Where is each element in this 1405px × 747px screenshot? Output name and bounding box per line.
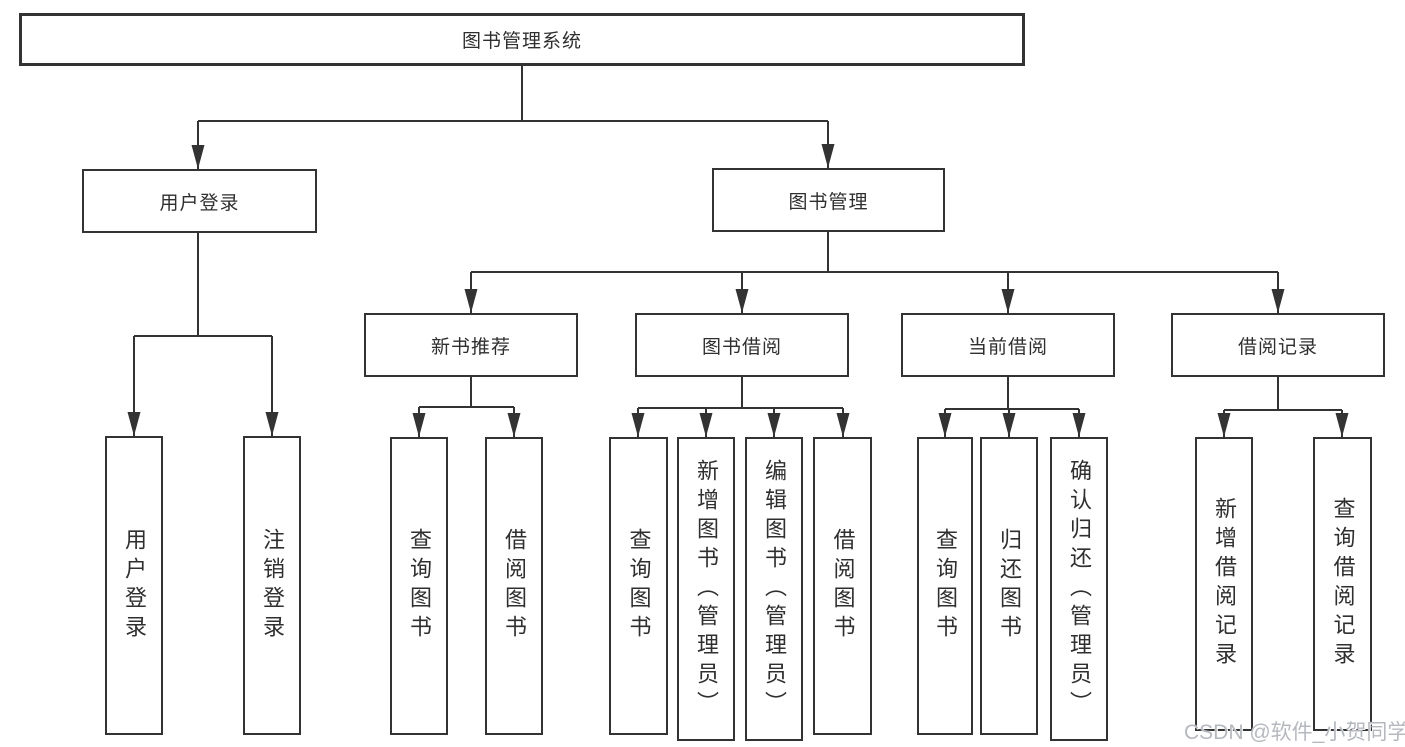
node-current-borrow: 当前借阅 <box>901 313 1115 377</box>
node-current-borrow-label: 当前借阅 <box>967 336 1048 358</box>
node-new-book-recommend: 新书推荐 <box>364 313 578 377</box>
node-root: 图书管理系统 <box>19 13 1025 66</box>
node-leaf-query-books-current: 查询图书 <box>917 437 973 735</box>
node-leaf-user-login: 用户登录 <box>105 436 163 735</box>
node-leaf-edit-books-admin-label: 编辑图书（管理员） <box>762 458 787 720</box>
node-leaf-add-borrow-record-label: 新增借阅记录 <box>1212 497 1237 671</box>
node-leaf-add-books-admin-label: 新增图书（管理员） <box>694 458 719 720</box>
node-leaf-user-login-label: 用户登录 <box>122 527 147 644</box>
node-book-borrow: 图书借阅 <box>635 313 849 377</box>
node-leaf-query-books-recommend-label: 查询图书 <box>407 528 432 644</box>
node-leaf-add-books-admin: 新增图书（管理员） <box>677 437 735 741</box>
node-leaf-logout: 注销登录 <box>243 436 301 735</box>
node-new-book-recommend-label: 新书推荐 <box>430 336 511 358</box>
node-leaf-query-borrow-record-label: 查询借阅记录 <box>1330 497 1356 671</box>
node-leaf-borrow-books-recommend: 借阅图书 <box>485 437 543 735</box>
node-book-management-label: 图书管理 <box>788 191 869 213</box>
node-leaf-return-books: 归还图书 <box>980 437 1038 735</box>
node-book-management: 图书管理 <box>712 168 945 232</box>
node-leaf-edit-books-admin: 编辑图书（管理员） <box>745 437 803 741</box>
node-user-login: 用户登录 <box>82 169 317 233</box>
node-leaf-return-books-label: 归还图书 <box>997 528 1022 644</box>
node-borrow-records: 借阅记录 <box>1171 313 1385 377</box>
node-leaf-query-books-current-label: 查询图书 <box>933 528 958 644</box>
node-leaf-add-borrow-record: 新增借阅记录 <box>1195 437 1253 731</box>
node-leaf-borrow-books-label: 借阅图书 <box>830 528 856 644</box>
node-leaf-borrow-books: 借阅图书 <box>813 437 872 735</box>
node-leaf-confirm-return-admin: 确认归还（管理员） <box>1050 437 1108 741</box>
node-root-label: 图书管理系统 <box>461 31 582 52</box>
node-user-login-label: 用户登录 <box>159 192 240 214</box>
watermark: CSDN @软件_小贺同学 <box>1184 721 1405 744</box>
node-leaf-confirm-return-admin-label: 确认归还（管理员） <box>1067 458 1092 720</box>
node-book-borrow-label: 图书借阅 <box>701 336 782 358</box>
node-borrow-records-label: 借阅记录 <box>1237 336 1318 358</box>
node-leaf-logout-label: 注销登录 <box>260 527 285 644</box>
node-leaf-query-borrow-record: 查询借阅记录 <box>1313 437 1372 731</box>
node-leaf-query-books-borrow: 查询图书 <box>609 437 668 735</box>
node-leaf-query-books-borrow-label: 查询图书 <box>626 528 652 644</box>
node-leaf-query-books-recommend: 查询图书 <box>390 437 448 735</box>
node-leaf-borrow-books-recommend-label: 借阅图书 <box>502 528 527 644</box>
